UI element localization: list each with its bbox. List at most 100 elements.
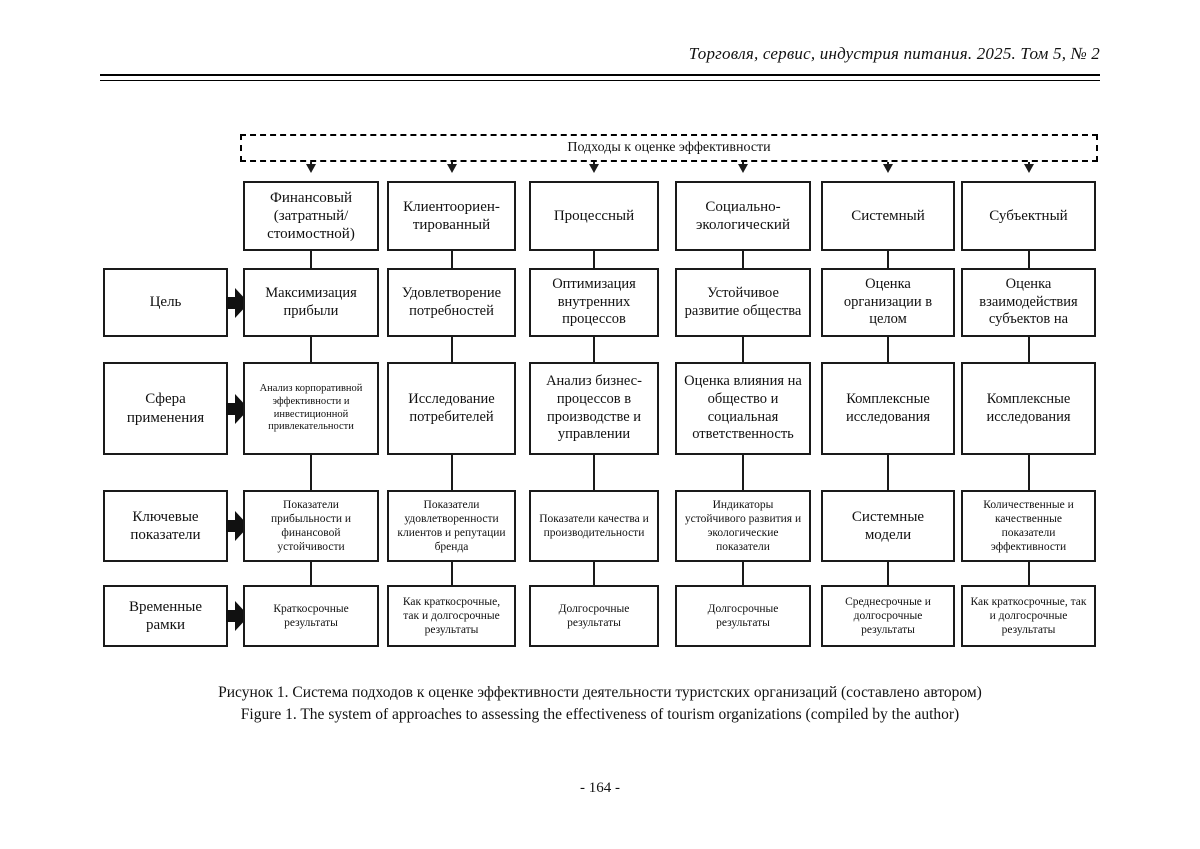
approach-box-financial: Финансовый (затратный/ стоимостной) [243, 181, 379, 251]
row-label-scope: Сфера применения [103, 362, 228, 455]
approach-box-client-oriented: Клиентоориен- тированный [387, 181, 516, 251]
approach-label-subjective: Субъектный [989, 207, 1068, 224]
connector-c4-r2-r3 [742, 455, 744, 490]
cell-time-social-ecological: Долгосрочные результаты [675, 585, 811, 647]
cell-scope-process: Анализ бизнес- процессов в производстве … [529, 362, 659, 455]
cell-goal-subjective-text: Оценка взаимодействия субъектов на [979, 275, 1078, 328]
row-label-goal: Цель [103, 268, 228, 337]
approach-label-financial: Финансовый (затратный/ стоимостной) [267, 189, 355, 243]
cell-time-social-ecological-text: Долгосрочные результаты [707, 602, 779, 629]
approach-label-process: Процессный [553, 207, 635, 224]
connector-c6-r3-r4 [1028, 562, 1030, 585]
cell-time-client-oriented-text: Как краткосрочные, так и долгосрочные ре… [402, 595, 501, 636]
cell-scope-subjective-text: Комплексные исследования [986, 390, 1071, 425]
connector-c5-r3-r4 [887, 562, 889, 585]
approach-label-client-oriented: Клиентоориен- тированный [403, 198, 500, 233]
row-label-key-indicators-text: Ключевые показатели [130, 508, 201, 543]
cell-goal-financial: Максимизация прибыли [243, 268, 379, 337]
cell-time-financial-text: Краткосрочные результаты [273, 602, 349, 629]
approach-box-subjective: Субъектный [961, 181, 1096, 251]
cell-time-systemic-text: Среднесрочные и долгосрочные результаты [845, 595, 931, 636]
connector-c3-r3-r4 [593, 562, 595, 585]
cell-time-subjective: Как краткосрочные, так и долгосрочные ре… [961, 585, 1096, 647]
banner-connector-6 [1028, 162, 1030, 170]
cell-scope-client-oriented: Исследование потребителей [387, 362, 516, 455]
approach-box-social-ecological: Социально- экологический [675, 181, 811, 251]
connector-c2-r0-r1 [451, 251, 453, 268]
cell-scope-systemic: Комплексные исследования [821, 362, 955, 455]
cell-scope-systemic-text: Комплексные исследования [845, 390, 931, 425]
banner-connector-3 [593, 162, 595, 170]
row-label-scope-text: Сфера применения [126, 391, 205, 426]
approach-label-social-ecological: Социально- экологический [695, 198, 790, 233]
cell-scope-financial-text: Анализ корпоративной эффективности и инв… [259, 382, 363, 433]
figure-caption: Рисунок 1. Система подходов к оценке эфф… [100, 682, 1100, 727]
cell-goal-process-text: Оптимизация внутренних процессов [552, 275, 636, 328]
figure-diagram: Подходы к оценке эффективности Финансовы… [103, 134, 1098, 647]
connector-c5-r0-r1 [887, 251, 889, 268]
cell-time-client-oriented: Как краткосрочные, так и долгосрочные ре… [387, 585, 516, 647]
cell-time-process: Долгосрочные результаты [529, 585, 659, 647]
cell-key-social-ecological: Индикаторы устойчивого развития и эколог… [675, 490, 811, 562]
cell-key-systemic-text: Системные модели [851, 508, 925, 543]
connector-c4-r1-r2 [742, 337, 744, 362]
connector-c4-r3-r4 [742, 562, 744, 585]
connector-c1-r2-r3 [310, 455, 312, 490]
cell-key-client-oriented: Показатели удовлетворенности клиентов и … [387, 490, 516, 562]
approach-label-systemic: Системный [851, 207, 925, 224]
cell-key-client-oriented-text: Показатели удовлетворенности клиентов и … [397, 498, 506, 554]
cell-goal-process: Оптимизация внутренних процессов [529, 268, 659, 337]
header-rule [100, 74, 1100, 81]
connector-c6-r1-r2 [1028, 337, 1030, 362]
connector-c2-r1-r2 [451, 337, 453, 362]
cell-goal-client-oriented: Удовлетворение потребностей [387, 268, 516, 337]
row-label-goal-text: Цель [149, 294, 182, 311]
cell-scope-social-ecological-text: Оценка влияния на общество и социальная … [684, 373, 802, 443]
figure-caption-en: Figure 1. The system of approaches to as… [240, 706, 960, 724]
cell-key-financial: Показатели прибыльности и финансовой уст… [243, 490, 379, 562]
connector-c6-r2-r3 [1028, 455, 1030, 490]
connector-c1-r0-r1 [310, 251, 312, 268]
cell-scope-subjective: Комплексные исследования [961, 362, 1096, 455]
cell-key-process-text: Показатели качества и производительности [539, 512, 649, 539]
connector-c2-r2-r3 [451, 455, 453, 490]
row-label-timeframe-text: Временные рамки [128, 598, 203, 633]
connector-c3-r1-r2 [593, 337, 595, 362]
row-label-key-indicators: Ключевые показатели [103, 490, 228, 562]
cell-goal-subjective: Оценка взаимодействия субъектов на [961, 268, 1096, 337]
cell-time-financial: Краткосрочные результаты [243, 585, 379, 647]
connector-c1-r3-r4 [310, 562, 312, 585]
banner-connector-2 [451, 162, 453, 170]
cell-key-subjective-text: Количественные и качественные показатели… [983, 498, 1074, 554]
cell-goal-client-oriented-text: Удовлетворение потребностей [401, 284, 502, 319]
figure-caption-ru: Рисунок 1. Система подходов к оценке эфф… [218, 684, 982, 701]
connector-c3-r0-r1 [593, 251, 595, 268]
running-head: Торговля, сервис, индустрия питания. 202… [688, 44, 1100, 63]
cell-key-social-ecological-text: Индикаторы устойчивого развития и эколог… [684, 498, 802, 554]
banner-connector-4 [742, 162, 744, 170]
connector-c5-r2-r3 [887, 455, 889, 490]
cell-goal-social-ecological: Устойчивое развитие общества [675, 268, 811, 337]
connector-c4-r0-r1 [742, 251, 744, 268]
cell-scope-process-text: Анализ бизнес- процессов в производстве … [546, 373, 642, 443]
cell-scope-financial: Анализ корпоративной эффективности и инв… [243, 362, 379, 455]
cell-key-systemic: Системные модели [821, 490, 955, 562]
approach-box-process: Процессный [529, 181, 659, 251]
row-label-timeframe: Временные рамки [103, 585, 228, 647]
connector-c2-r3-r4 [451, 562, 453, 585]
cell-key-process: Показатели качества и производительности [529, 490, 659, 562]
cell-scope-client-oriented-text: Исследование потребителей [408, 390, 495, 425]
approach-box-systemic: Системный [821, 181, 955, 251]
cell-key-subjective: Количественные и качественные показатели… [961, 490, 1096, 562]
cell-goal-systemic: Оценка организации в целом [821, 268, 955, 337]
cell-scope-social-ecological: Оценка влияния на общество и социальная … [675, 362, 811, 455]
connector-c5-r1-r2 [887, 337, 889, 362]
banner-label: Подходы к оценке эффективности [567, 140, 771, 155]
connector-c3-r2-r3 [593, 455, 595, 490]
cell-time-process-text: Долгосрочные результаты [558, 602, 630, 629]
cell-goal-financial-text: Максимизация прибыли [265, 284, 357, 319]
page-number: - 164 - [580, 780, 620, 796]
cell-time-subjective-text: Как краткосрочные, так и долгосрочные ре… [970, 595, 1087, 636]
cell-goal-systemic-text: Оценка организации в целом [843, 275, 933, 328]
banner-approaches: Подходы к оценке эффективности [240, 134, 1098, 162]
